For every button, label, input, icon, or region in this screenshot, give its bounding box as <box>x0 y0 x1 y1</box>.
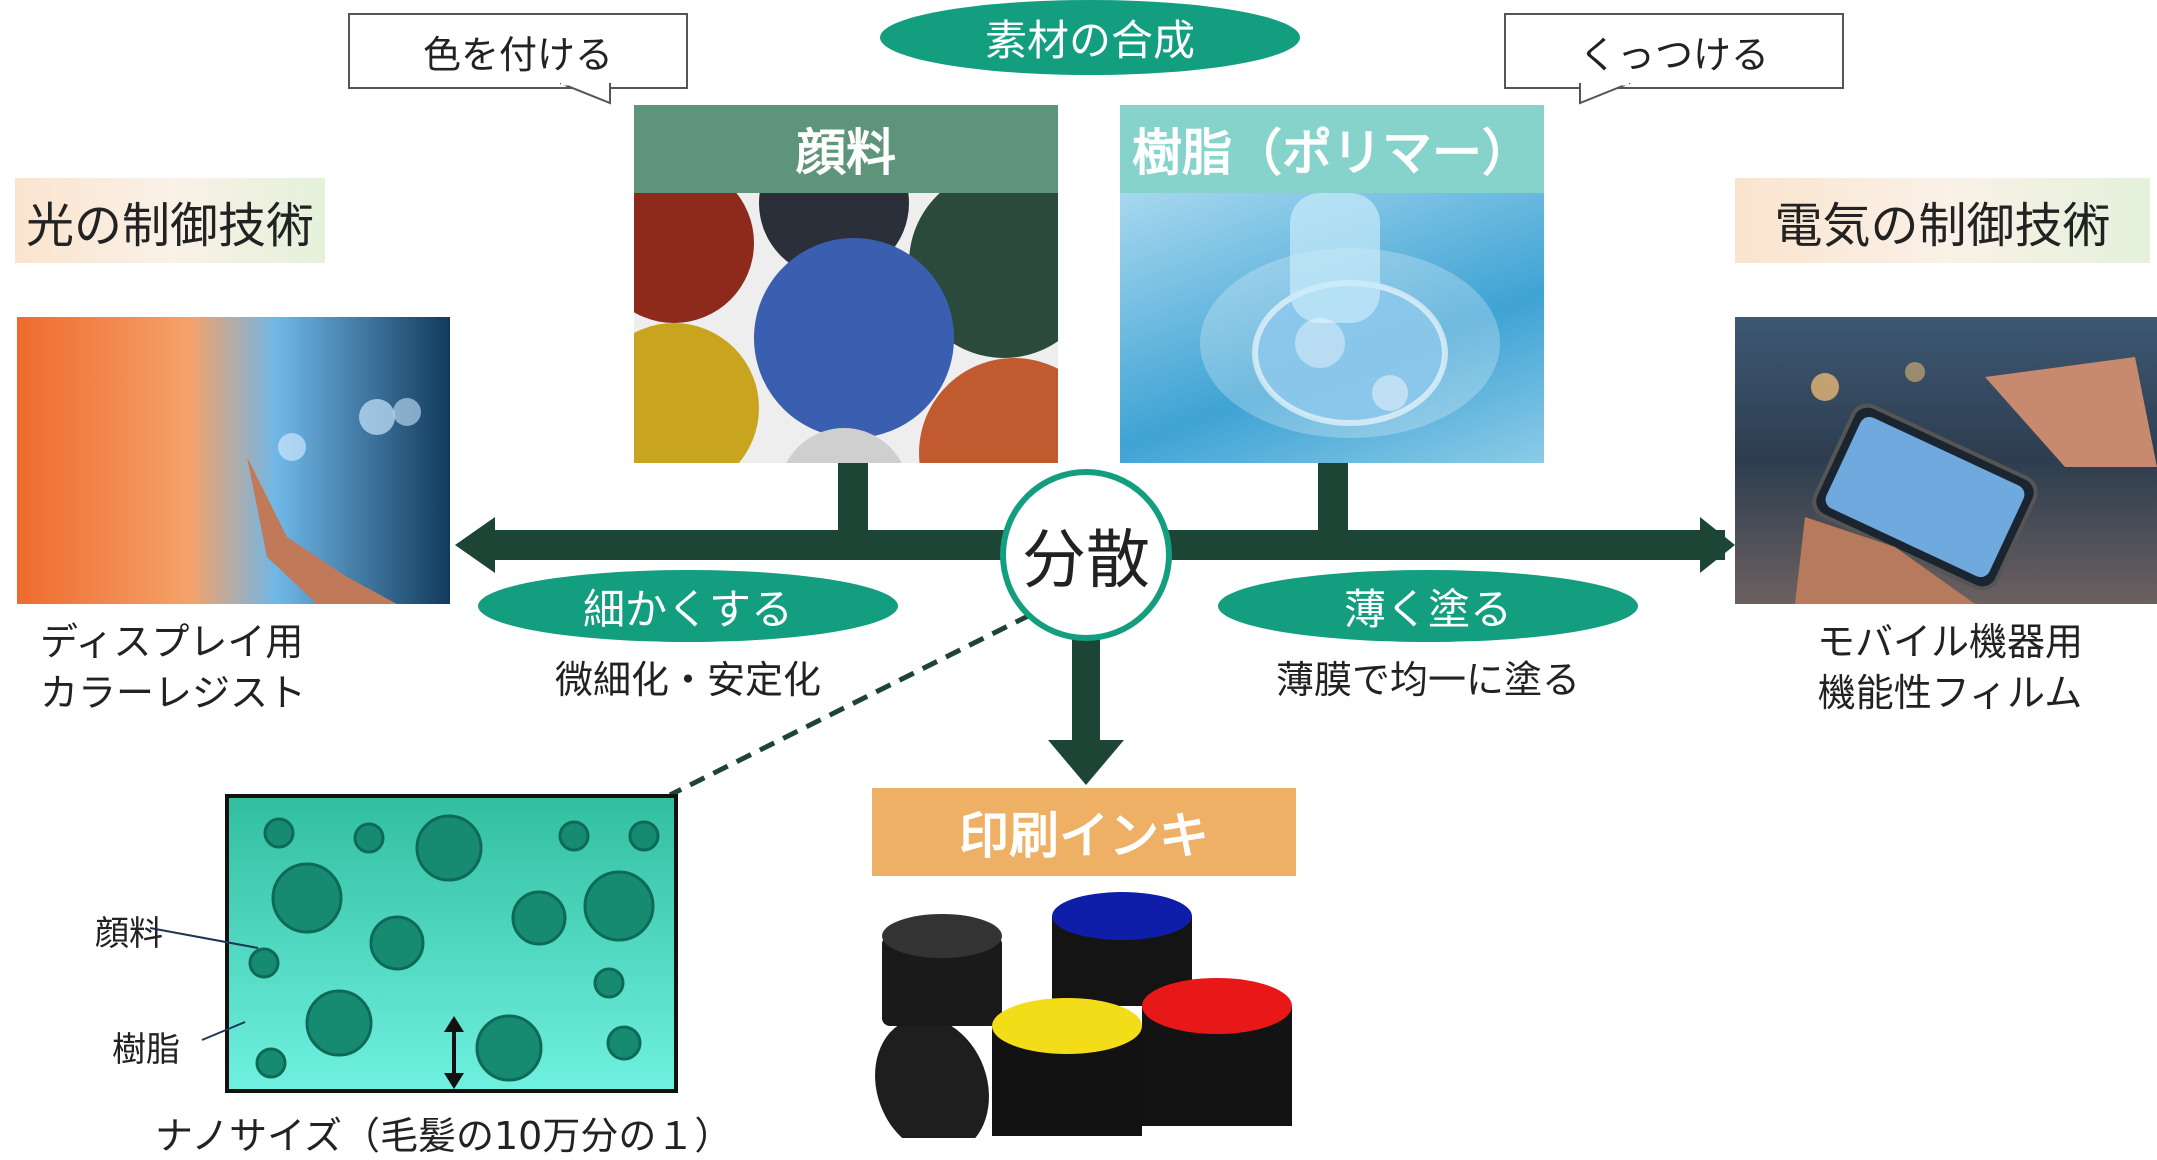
pigment-photo <box>634 193 1058 463</box>
fine-pill: 細かくする <box>478 570 898 642</box>
ink-header: 印刷インキ <box>872 788 1296 876</box>
pigment-title: 顔料 <box>796 124 896 182</box>
left-arrowhead <box>455 517 495 573</box>
right-caption: モバイル機器用 機能性フィルム <box>1770 617 2130 720</box>
pigment-header: 顔料 <box>634 105 1058 193</box>
right-title: 電気の制御技術 <box>1735 178 2150 263</box>
callout-adhere: くっつける <box>1504 13 1844 89</box>
left-caption-line2: カラーレジスト <box>40 671 307 716</box>
nano-label-lines <box>149 927 259 1041</box>
nano-size-caption: ナノサイズ（毛髪の10万分の１） <box>155 1114 733 1158</box>
callout-color-text: 色を付ける <box>422 32 613 77</box>
coat-pill-text: 薄く塗る <box>1343 584 1512 634</box>
mobile-photo <box>1735 317 2157 604</box>
synthesis-label: 素材の合成 <box>984 16 1195 65</box>
coat-caption: 薄膜で均一に塗る <box>1275 658 1580 702</box>
right-arrowhead <box>1700 517 1735 573</box>
left-caption-line1: ディスプレイ用 <box>40 620 304 664</box>
right-title-text: 電気の制御技術 <box>1774 197 2111 254</box>
left-title-text: 光の制御技術 <box>25 197 314 254</box>
nano-dispersion-box <box>225 794 678 1093</box>
right-caption-line1: モバイル機器用 <box>1816 620 2083 664</box>
synthesis-pill: 素材の合成 <box>880 0 1300 75</box>
ink-title: 印刷インキ <box>959 807 1209 865</box>
callout-adhere-text: くっつける <box>1578 32 1769 77</box>
right-caption-line2: 機能性フィルム <box>1817 671 2083 716</box>
callout-adhere-tail <box>1579 83 1631 105</box>
pigment-stem <box>838 462 868 542</box>
zoom-dashed-line <box>668 612 1032 798</box>
resin-title: 樹脂（ポリマー） <box>1132 124 1532 182</box>
fine-pill-text: 細かくする <box>582 584 793 634</box>
fine-caption: 微細化・安定化 <box>554 658 821 702</box>
nano-pigment-label: 顔料 <box>95 914 163 954</box>
down-arrowhead <box>1048 740 1124 785</box>
nano-particles <box>248 814 660 1089</box>
display-photo <box>17 317 450 604</box>
left-title: 光の制御技術 <box>15 178 325 263</box>
callout-color-tail <box>560 83 611 105</box>
dispersion-label: 分散 <box>1022 524 1150 598</box>
resin-stem <box>1318 462 1348 542</box>
resin-header: 樹脂（ポリマー） <box>1120 105 1544 193</box>
ink-photo <box>872 876 1296 1138</box>
coat-pill: 薄く塗る <box>1218 570 1638 642</box>
callout-color: 色を付ける <box>348 13 688 89</box>
nano-resin-label: 樹脂 <box>112 1030 180 1070</box>
left-caption: ディスプレイ用 カラーレジスト <box>40 617 400 720</box>
resin-photo <box>1120 193 1544 463</box>
dispersion-circle <box>1000 469 1172 641</box>
